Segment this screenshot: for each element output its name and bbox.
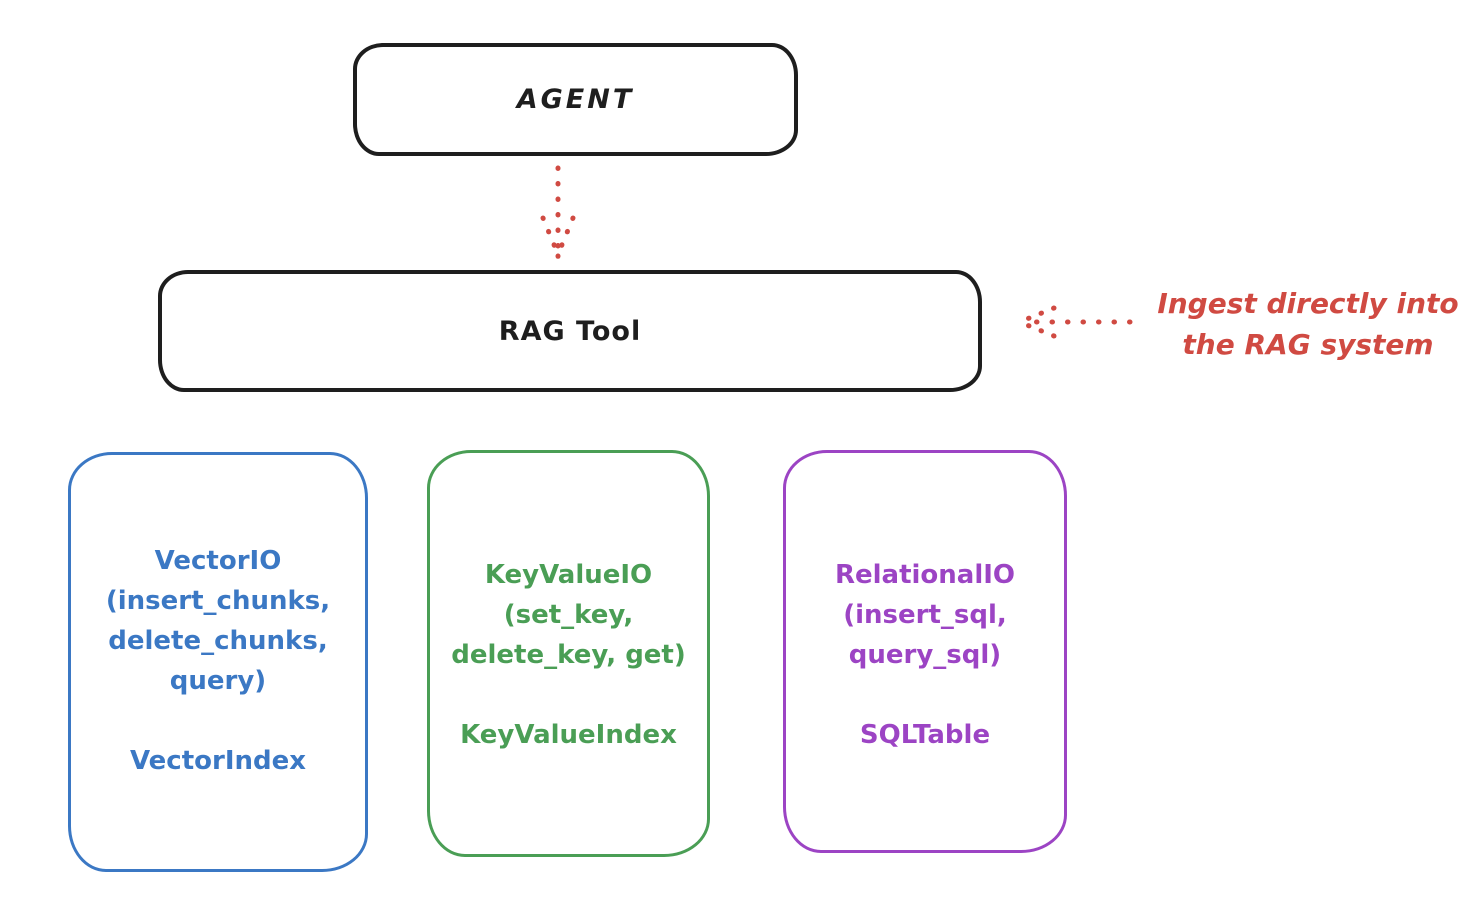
relational-io-line: query_sql) bbox=[848, 640, 1002, 670]
vector-index-label: VectorIndex bbox=[129, 746, 307, 776]
agent-box-label: AGENT bbox=[516, 84, 635, 115]
ingest-annotation: Ingest directly into the RAG system bbox=[1140, 283, 1476, 365]
vector-io-line: query) bbox=[169, 666, 267, 696]
vector-io-box: VectorIO (insert_chunks, delete_chunks, … bbox=[68, 452, 368, 872]
relational-io-text: RelationalIO (insert_sql, query_sql) bbox=[786, 555, 1064, 675]
ingest-annotation-line1: Ingest directly into bbox=[1157, 287, 1459, 320]
relational-io-box: RelationalIO (insert_sql, query_sql) SQL… bbox=[783, 450, 1067, 853]
sql-table-label: SQLTable bbox=[859, 720, 991, 750]
vector-io-line: (insert_chunks, bbox=[105, 586, 331, 616]
keyvalue-io-box: KeyValueIO (set_key, delete_key, get) Ke… bbox=[427, 450, 710, 857]
vector-io-line: delete_chunks, bbox=[108, 626, 328, 656]
rag-tool-box: RAG Tool bbox=[158, 270, 982, 392]
vector-io-line: VectorIO bbox=[154, 546, 282, 576]
agent-box: AGENT bbox=[353, 43, 798, 156]
keyvalue-io-line: KeyValueIO bbox=[484, 560, 653, 590]
keyvalue-io-line: delete_key, get) bbox=[451, 640, 686, 670]
rag-tool-box-label: RAG Tool bbox=[498, 315, 642, 347]
keyvalue-io-line: (set_key, bbox=[503, 600, 634, 630]
vector-io-text: VectorIO (insert_chunks, delete_chunks, … bbox=[71, 541, 365, 701]
dotted-arrow-left-icon bbox=[1019, 305, 1133, 339]
keyvalue-index-label: KeyValueIndex bbox=[460, 720, 677, 750]
relational-io-line: RelationalIO bbox=[834, 560, 1016, 590]
ingest-annotation-line2: the RAG system bbox=[1182, 328, 1434, 361]
relational-io-line: (insert_sql, bbox=[843, 600, 1007, 630]
dotted-arrow-down-icon bbox=[540, 165, 576, 259]
keyvalue-io-text: KeyValueIO (set_key, delete_key, get) bbox=[430, 555, 707, 675]
